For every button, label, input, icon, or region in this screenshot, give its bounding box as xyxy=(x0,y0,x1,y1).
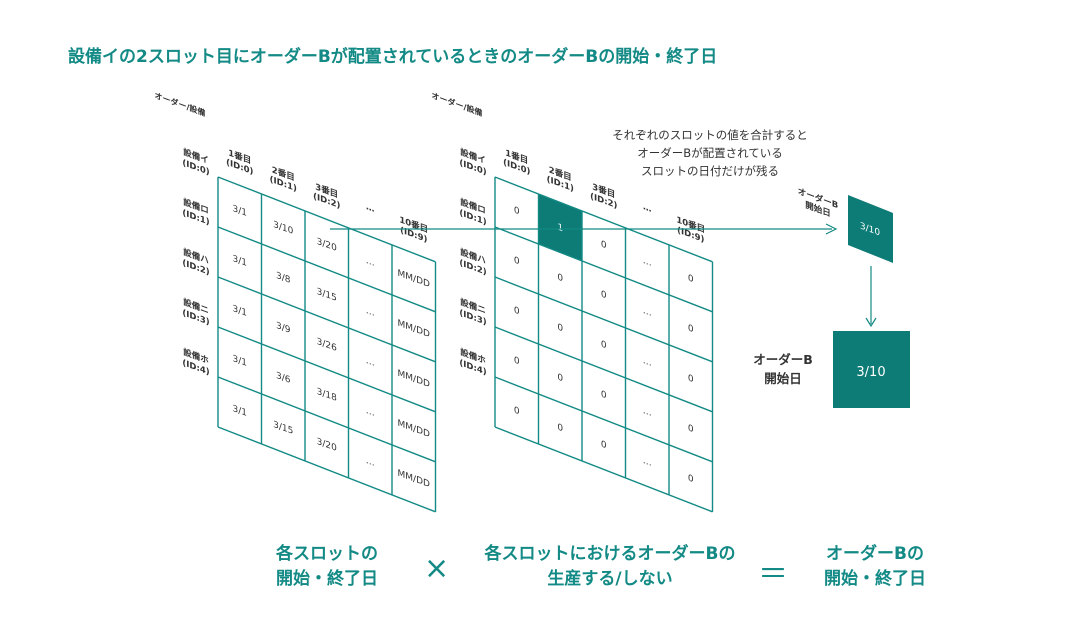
date-cell-value: 3/1 xyxy=(233,203,248,219)
date-cell-value: 3/20 xyxy=(317,236,337,254)
binary-cell-value: 0 xyxy=(601,439,607,452)
date-cell-value: … xyxy=(366,305,375,319)
date-cell-value: 3/1 xyxy=(233,253,248,269)
binary-cell-value: 0 xyxy=(557,372,563,385)
date-slot-header: … xyxy=(366,202,375,215)
result-box-label-1: オーダーB xyxy=(753,352,813,367)
binary-cell-value: 0 xyxy=(514,355,520,368)
equation-term-dates-line-1: 各スロットの xyxy=(276,544,378,564)
binary-cell-value: 0 xyxy=(557,422,563,435)
date-row-line xyxy=(217,326,436,413)
sum-note-line-1: それぞれのスロットの値を合計すると xyxy=(612,128,808,142)
date-cell-value: … xyxy=(366,355,375,369)
down-arrow-head xyxy=(865,317,877,328)
binary-cell-value: 0 xyxy=(688,473,694,486)
date-cell-value: 3/18 xyxy=(317,386,337,404)
binary-cell-value: 0 xyxy=(601,289,607,302)
date-grid: 3/1 3/10 3/20 … MM/DD 3/1 3/8 3/15 … MM/DD 3/1 3/9 3… xyxy=(155,90,437,513)
binary-cell-value: 0 xyxy=(514,205,520,218)
binary-cell-value: 0 xyxy=(514,255,520,268)
date-cell-value: 3/9 xyxy=(276,320,291,336)
binary-row-line xyxy=(494,326,713,413)
date-cell-value: MM/DD xyxy=(398,268,430,290)
binary-row-line xyxy=(494,276,713,363)
equation-term-binary-line-2: 生産する/しない xyxy=(547,569,673,589)
equation-term-result: オーダーBの 開始・終了日 xyxy=(810,542,940,592)
date-row-line xyxy=(217,176,436,263)
date-axis-label: オーダー/設備 xyxy=(155,90,206,118)
date-cell-value: 3/26 xyxy=(317,336,337,354)
binary-row-line xyxy=(494,426,713,513)
binary-cell-value: 0 xyxy=(514,405,520,418)
small-result-card xyxy=(848,195,893,263)
date-cell-value: MM/DD xyxy=(398,418,430,440)
date-cell-value: 3/15 xyxy=(317,286,337,304)
times-operator: × xyxy=(424,551,450,586)
binary-row-line xyxy=(494,226,713,313)
binary-highlight-cell xyxy=(538,193,582,261)
binary-cell-value: … xyxy=(643,405,652,419)
date-cell-value: 3/1 xyxy=(233,353,248,369)
date-cell-value: 3/1 xyxy=(233,403,248,419)
date-cell-value: 3/8 xyxy=(276,270,291,286)
result-box xyxy=(833,331,910,408)
binary-cell-value: 0 xyxy=(688,323,694,336)
binary-cell-value: … xyxy=(643,455,652,469)
equals-operator: ＝ xyxy=(758,557,788,592)
binary-cell-value: 0 xyxy=(601,339,607,352)
sum-note-line-2: オーダーBが配置されている xyxy=(637,146,783,160)
binary-cell-value: 0 xyxy=(601,239,607,252)
date-cell-value: MM/DD xyxy=(398,318,430,340)
binary-slot-header: … xyxy=(643,202,652,215)
sum-note-line-3: スロットの日付だけが残る xyxy=(641,164,779,178)
binary-cell-value: 0 xyxy=(688,373,694,386)
result-box-label-2: 開始日 xyxy=(764,371,802,386)
sum-note: それぞれのスロットの値を合計すると オーダーBが配置されている スロットの日付だ… xyxy=(590,126,830,180)
equation-term-binary: 各スロットにおけるオーダーBの 生産する/しない xyxy=(470,542,750,592)
equation-term-binary-line-1: 各スロットにおけるオーダーBの xyxy=(484,544,736,564)
binary-axis-label: オーダー/設備 xyxy=(432,90,483,118)
date-cell-value: 3/1 xyxy=(233,303,248,319)
binary-cell-value: … xyxy=(643,305,652,319)
date-cell-value: 3/15 xyxy=(273,419,293,437)
result-box-value: 3/10 xyxy=(856,365,885,380)
equation-term-dates-line-2: 開始・終了日 xyxy=(276,569,378,589)
binary-grid: 010…0000…0000…0000…0000…01番目(ID:0)2番目(ID… xyxy=(432,90,714,513)
date-row-line xyxy=(217,276,436,363)
binary-cell-value: 1 xyxy=(557,222,563,235)
date-cell-value: MM/DD xyxy=(398,468,430,490)
date-cell-value: 3/6 xyxy=(276,370,291,386)
binary-cell-value: 0 xyxy=(688,423,694,436)
equation-term-dates: 各スロットの 開始・終了日 xyxy=(262,542,392,592)
page-title: 設備イの2スロット目にオーダーBが配置されているときのオーダーBの開始・終了日 xyxy=(68,47,718,67)
date-cell-value: 3/10 xyxy=(273,219,293,237)
binary-cell-value: 0 xyxy=(601,389,607,402)
binary-cell-value: … xyxy=(643,355,652,369)
date-row-line xyxy=(217,226,436,313)
binary-cell-value: … xyxy=(643,255,652,269)
binary-row-line xyxy=(494,376,713,463)
date-cell-value: … xyxy=(366,255,375,269)
binary-cell-value: 0 xyxy=(688,273,694,286)
sum-arrow-head xyxy=(825,223,838,235)
binary-cell-value: 0 xyxy=(514,305,520,318)
binary-row-line xyxy=(494,176,713,263)
date-cell-value: … xyxy=(366,405,375,419)
date-row-line xyxy=(217,426,436,513)
binary-cell-value: 0 xyxy=(557,272,563,285)
date-cell-value: 3/20 xyxy=(317,436,337,454)
date-cell-value: … xyxy=(366,455,375,469)
date-row-line xyxy=(217,376,436,463)
equation-term-result-line-1: オーダーBの xyxy=(826,544,924,564)
equation-term-result-line-2: 開始・終了日 xyxy=(824,569,926,589)
binary-cell-value: 0 xyxy=(557,322,563,335)
date-cell-value: MM/DD xyxy=(398,368,430,390)
